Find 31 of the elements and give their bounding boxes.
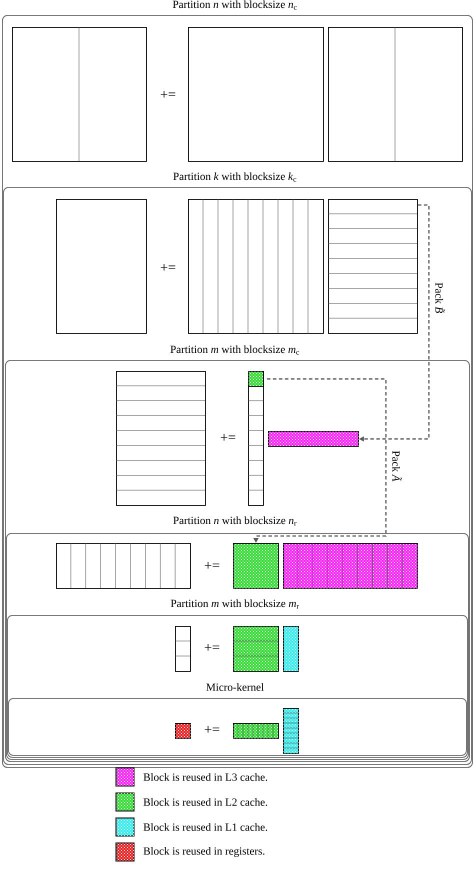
node-label: Micro-kernel xyxy=(206,683,264,691)
matrix-block xyxy=(238,722,274,738)
matrix-block xyxy=(282,712,298,748)
matrix-block xyxy=(328,26,463,162)
legend-text: Block is reused in registers. xyxy=(144,847,264,857)
edge-label: Pack Ã xyxy=(390,449,404,483)
operator-symbol: += xyxy=(204,726,220,733)
legend-text: Block is reused in L3 cache. xyxy=(144,773,268,781)
node-label: Partition n with blocksize n$_{r}$ xyxy=(173,516,296,526)
matrix-block xyxy=(12,26,147,162)
legend-text: Block is reused in L1 cache. xyxy=(144,823,268,831)
node-label: Partition m with blocksize m$_{r}$ xyxy=(170,599,299,609)
matrix-block xyxy=(174,626,191,672)
matrix-block xyxy=(232,640,278,656)
matrix-block xyxy=(56,542,191,589)
operator-symbol: += xyxy=(204,644,220,651)
edge-label: Pack B̃ xyxy=(434,280,446,320)
operator-symbol: += xyxy=(204,562,220,569)
matrix-block xyxy=(188,198,324,334)
legend-text: Block is reused in L2 cache. xyxy=(144,798,268,806)
node-label: Partition n with blocksize n$_{c}$ xyxy=(172,0,297,10)
matrix-block xyxy=(328,199,418,334)
matrix-block xyxy=(298,542,402,588)
matrix-block xyxy=(116,371,206,506)
matrix-block xyxy=(56,199,147,334)
operator-symbol: += xyxy=(220,434,236,441)
operator-symbol: += xyxy=(160,91,176,98)
matrix-block xyxy=(188,27,324,162)
node-label: Partition m with blocksize m$_{c}$ xyxy=(170,345,300,355)
operator-symbol: += xyxy=(160,264,176,271)
node-label: Partition k with blocksize k$_{c}$ xyxy=(173,172,296,182)
